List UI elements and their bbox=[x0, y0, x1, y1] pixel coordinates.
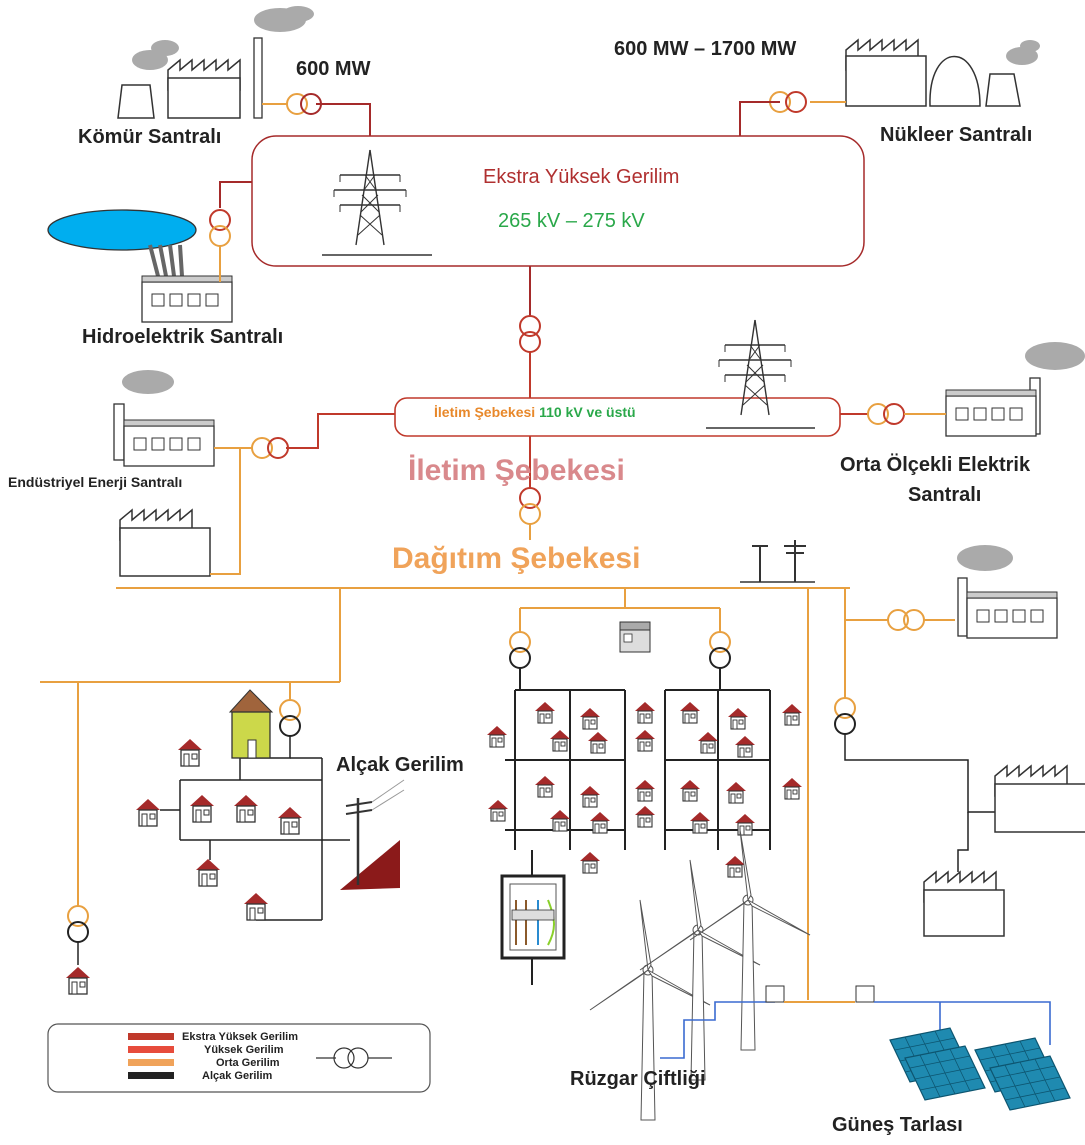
nuclear-capacity-label: 600 MW – 1700 MW bbox=[614, 38, 797, 60]
transmission-bar-part2: 110 kV ve üstü bbox=[539, 404, 636, 420]
yellow-house-icon bbox=[228, 689, 274, 759]
substation-cabinet-icon bbox=[619, 621, 651, 653]
house-icon bbox=[177, 738, 203, 767]
factory-icon-right-2 bbox=[923, 871, 1005, 937]
ehv-title: Ekstra Yüksek Gerilim bbox=[483, 166, 680, 188]
hydro-plant-icon bbox=[47, 209, 233, 323]
industrial-plant-label: Endüstriyel Enerji Santralı bbox=[8, 474, 183, 490]
house-icon bbox=[195, 858, 221, 887]
extra-high-voltage-box bbox=[251, 135, 865, 267]
house-icon bbox=[65, 966, 91, 995]
legend-label-2: Orta Gerilim bbox=[216, 1057, 280, 1069]
transmission-bar-label: İletim Şebekesi 110 kV ve üstü bbox=[434, 404, 636, 420]
nuclear-plant-label: Nükleer Santralı bbox=[880, 124, 1033, 146]
utility-poles-icon bbox=[740, 540, 815, 583]
low-voltage-label: Alçak Gerilim bbox=[336, 754, 464, 776]
medium-plant-icon bbox=[945, 342, 1085, 437]
legend-swatch-2 bbox=[128, 1059, 174, 1066]
legend-label-1: Yüksek Gerilim bbox=[204, 1044, 284, 1056]
legend-swatch-3 bbox=[128, 1072, 174, 1079]
house-icon bbox=[243, 892, 269, 921]
transmission-bar bbox=[394, 397, 841, 437]
factory-icon-right-1 bbox=[994, 765, 1085, 833]
industrial-plant-icon bbox=[113, 370, 215, 467]
nuclear-plant-icon bbox=[845, 39, 1040, 107]
factory-icon-left bbox=[119, 509, 211, 577]
legend-label-3: Alçak Gerilim bbox=[202, 1070, 273, 1082]
legend-transformer-icon bbox=[316, 1047, 392, 1069]
hydro-plant-label: Hidroelektrik Santralı bbox=[82, 326, 284, 348]
low-voltage-pole-icon bbox=[340, 779, 405, 890]
legend-swatch-0 bbox=[128, 1033, 174, 1040]
house-icon bbox=[277, 806, 303, 835]
medium-plant-label-line1: Orta Ölçekli Elektrik bbox=[840, 454, 1031, 476]
legend-label-0: Ekstra Yüksek Gerilim bbox=[182, 1031, 298, 1043]
coal-capacity-label: 600 MW bbox=[296, 58, 371, 80]
distribution-network-label: Dağıtım Şebekesi bbox=[392, 542, 641, 575]
solar-panels-icon bbox=[889, 1027, 1071, 1111]
solar-field-label: Güneş Tarlası bbox=[832, 1114, 963, 1136]
house-icon bbox=[135, 798, 161, 827]
wind-turbine-icon bbox=[689, 829, 811, 1051]
switchgear-icon bbox=[500, 850, 566, 985]
ehv-range: 265 kV – 275 kV bbox=[498, 210, 645, 232]
transmission-network-label: İletim Şebekesi bbox=[408, 454, 625, 487]
house-icon bbox=[233, 794, 259, 823]
transmission-bar-part1: İletim Şebekesi bbox=[434, 404, 536, 420]
coal-plant-label: Kömür Santralı bbox=[78, 126, 222, 148]
legend-swatch-1 bbox=[128, 1046, 174, 1053]
coal-plant-icon bbox=[117, 6, 314, 119]
wind-farm-label: Rüzgar Çiftliği bbox=[570, 1068, 706, 1090]
small-plant-icon bbox=[957, 545, 1058, 639]
grid-houses bbox=[486, 701, 803, 878]
house-icon bbox=[189, 794, 215, 823]
medium-plant-label-line2: Santralı bbox=[908, 484, 982, 506]
